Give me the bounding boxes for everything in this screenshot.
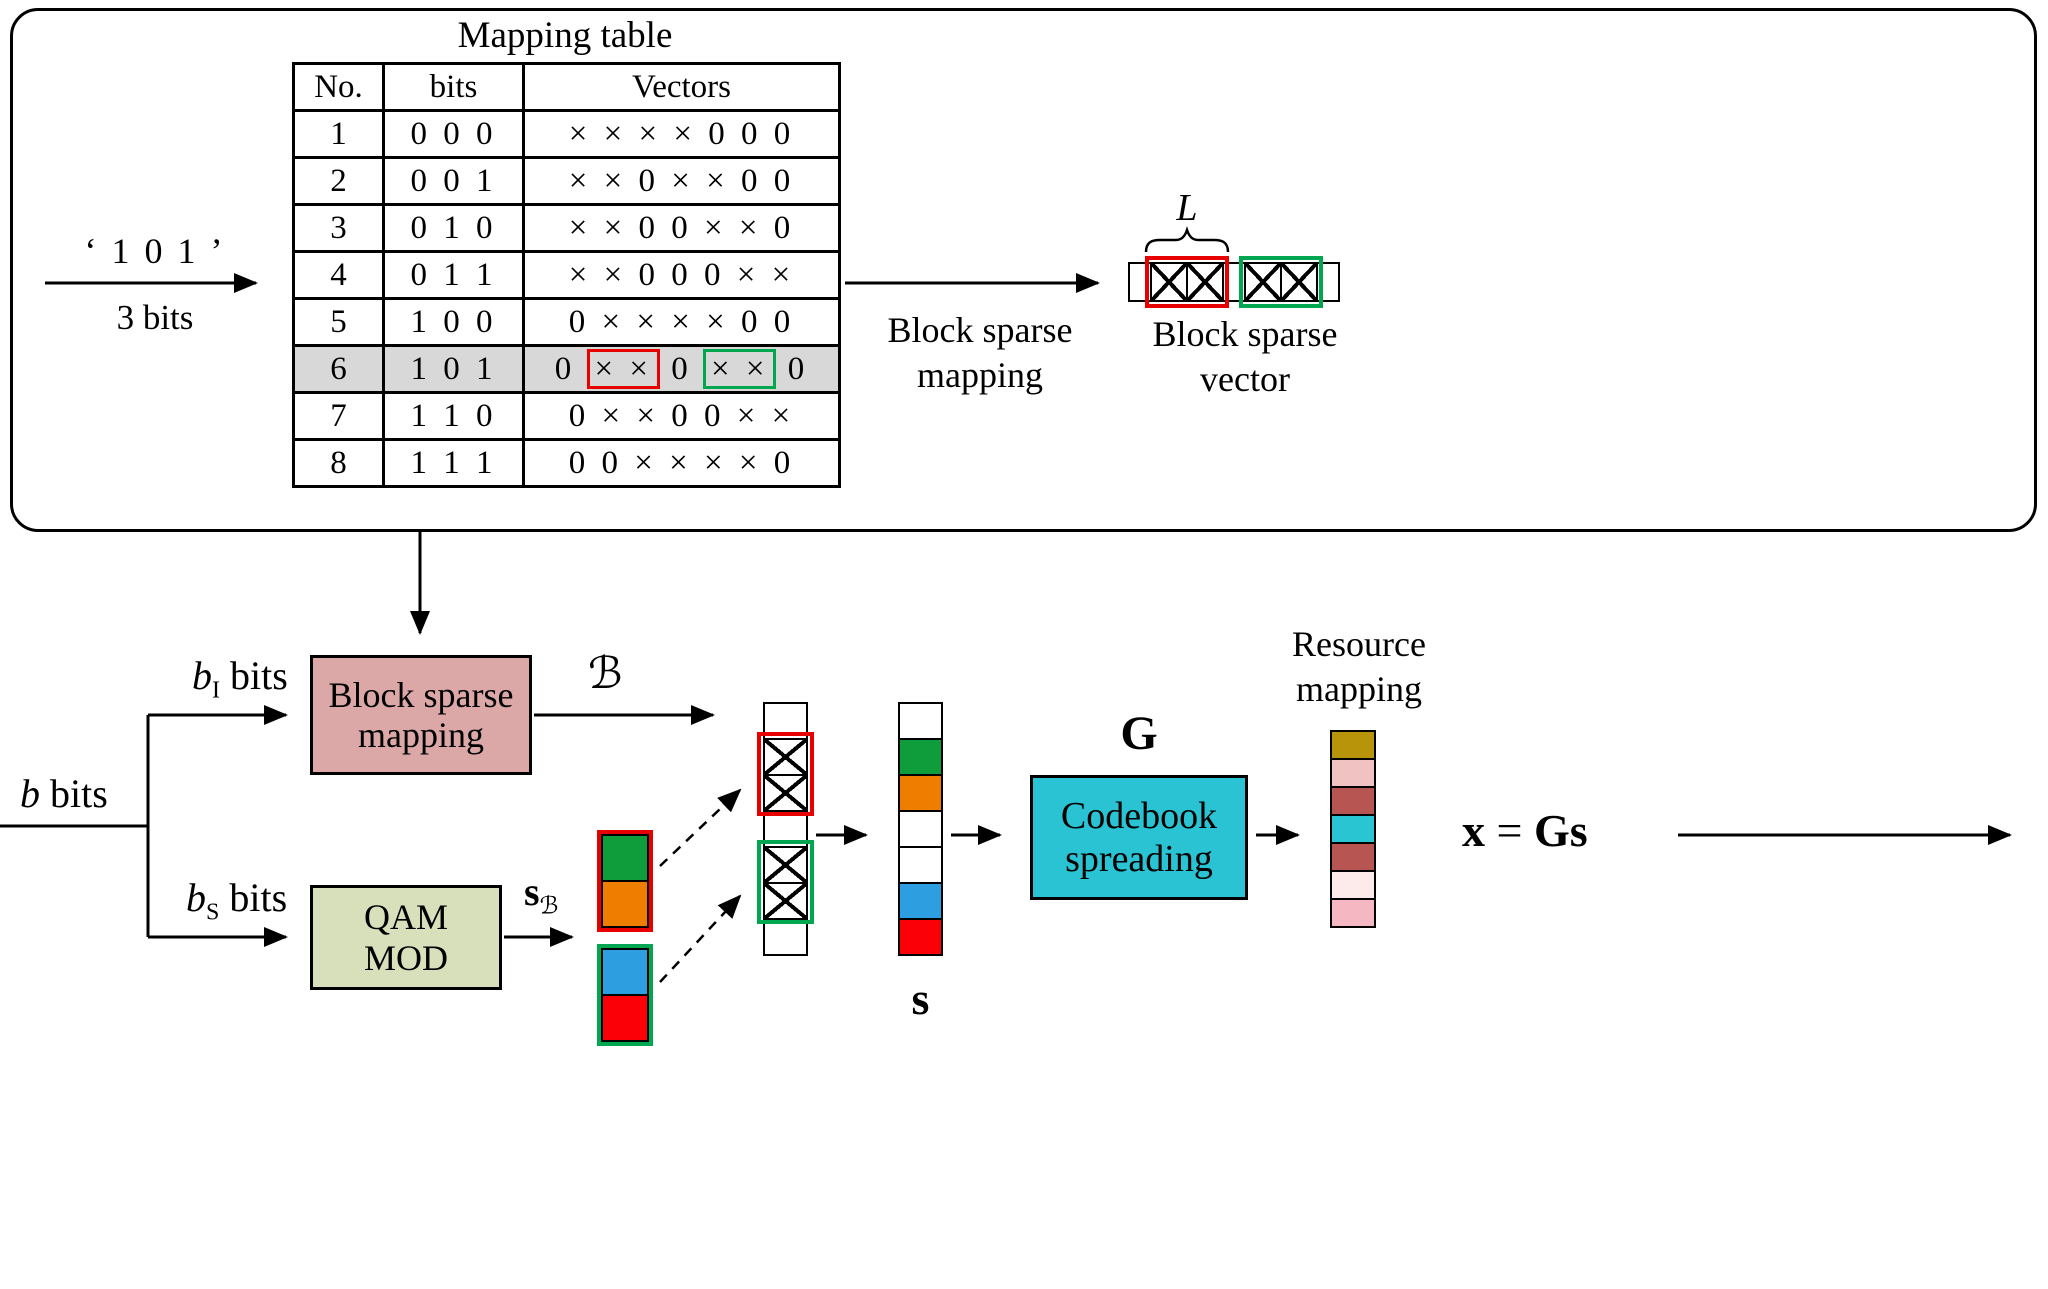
zero-cell <box>763 918 808 956</box>
block-sparse-mapping-box: Block sparse mapping <box>310 655 532 775</box>
input-bits-value: ‘ 1 0 1 ’ <box>84 231 226 271</box>
row-vector: × × 0 0 × × 0 <box>522 203 841 253</box>
row-no: 2 <box>292 156 385 206</box>
qam-symbols-pair-red <box>597 830 653 932</box>
resource-mapping-label: Resource mapping <box>1292 624 1426 709</box>
table-row-selected: 6 1 0 1 0 × × 0 × × 0 <box>292 344 841 394</box>
b-bits-label: b bits <box>20 771 108 816</box>
s-cell <box>898 810 943 848</box>
row-bits: 1 1 0 <box>382 391 525 441</box>
table-row: 1 0 0 0 × × × × 0 0 0 <box>292 109 841 159</box>
s-vector <box>898 702 943 956</box>
red-block-frame-vector <box>757 732 814 816</box>
block-sparse-mapping-arrow-label: Block sparse mapping <box>887 310 1073 395</box>
s-cell <box>898 882 943 920</box>
col-header-bits: bits <box>382 62 525 112</box>
mapping-table-title: Mapping table <box>457 15 673 56</box>
block-sparse-vector-label: Block sparse vector <box>1152 314 1338 399</box>
green-block-frame-top <box>1239 256 1323 308</box>
resource-cell <box>1330 730 1376 760</box>
x-cell <box>1150 262 1188 302</box>
row-bits: 0 1 0 <box>382 203 525 253</box>
green-block-frame-vector <box>757 840 814 924</box>
x-cell <box>763 882 808 920</box>
s-cell <box>898 918 943 956</box>
table-row: 3 0 1 0 × × 0 0 × × 0 <box>292 203 841 253</box>
row-vector: 0 × × × × 0 0 <box>522 297 841 347</box>
selected-block-green: × × <box>703 348 777 390</box>
resource-cell <box>1330 814 1376 844</box>
table-row: 7 1 1 0 0 × × 0 0 × × <box>292 391 841 441</box>
x-cell <box>763 774 808 812</box>
s-vector-label: s <box>911 973 930 1024</box>
vector-zero: 0 <box>554 350 576 387</box>
symbol-cell-red <box>601 994 649 1042</box>
qam-symbols-pair-green <box>597 944 653 1046</box>
table-row: 2 0 0 1 × × 0 × × 0 0 <box>292 156 841 206</box>
table-row: 4 0 1 1 × × 0 0 0 × × <box>292 250 841 300</box>
input-bits-caption: 3 bits <box>116 298 194 337</box>
row-vector: 0 0 × × × × 0 <box>522 438 841 488</box>
s-cell <box>898 702 943 740</box>
resource-cell <box>1330 786 1376 816</box>
row-bits: 1 0 1 <box>382 344 525 394</box>
row-no: 1 <box>292 109 385 159</box>
qam-mod-box: QAM MOD <box>310 885 502 990</box>
x-cell <box>1244 262 1282 302</box>
x-cell <box>1280 262 1318 302</box>
vector-zero: 0 <box>671 350 692 387</box>
row-bits: 0 1 1 <box>382 250 525 300</box>
row-no: 3 <box>292 203 385 253</box>
table-header-row: No. bits Vectors <box>292 62 841 112</box>
mapping-table: No. bits Vectors 1 0 0 0 × × × × 0 0 0 2… <box>292 62 841 488</box>
output-equation: x = Gs <box>1462 805 1588 856</box>
resource-cell <box>1330 758 1376 788</box>
sB-label: sℬ <box>524 869 559 920</box>
row-bits: 0 0 1 <box>382 156 525 206</box>
row-bits: 0 0 0 <box>382 109 525 159</box>
dashed-map-arrow-1 <box>659 788 742 867</box>
s-cell <box>898 738 943 776</box>
row-vector: × × × × 0 0 0 <box>522 109 841 159</box>
index-bits-label: bI bits <box>192 653 288 704</box>
symbol-bits-label: bS bits <box>186 875 288 926</box>
resource-mapping-vector <box>1330 730 1376 928</box>
symbol-cell-orange <box>601 880 649 928</box>
table-row: 5 1 0 0 0 × × × × 0 0 <box>292 297 841 347</box>
symbol-cell-green <box>601 834 649 882</box>
resource-cell <box>1330 898 1376 928</box>
row-no: 8 <box>292 438 385 488</box>
G-matrix-label: G <box>1120 707 1158 760</box>
row-bits: 1 1 1 <box>382 438 525 488</box>
resource-cell <box>1330 870 1376 900</box>
vector-zero: 0 <box>787 350 809 387</box>
x-cell <box>1186 262 1224 302</box>
row-no: 5 <box>292 297 385 347</box>
row-no: 6 <box>292 344 385 394</box>
s-cell <box>898 774 943 812</box>
resource-cell <box>1330 842 1376 872</box>
codebook-spreading-box: Codebook spreading <box>1030 775 1248 900</box>
dashed-map-arrow-2 <box>659 894 742 983</box>
red-block-frame-top <box>1145 256 1229 308</box>
row-vector-selected: 0 × × 0 × × 0 <box>522 344 841 394</box>
symbol-cell-blue <box>601 948 649 996</box>
col-header-vectors: Vectors <box>522 62 841 112</box>
block-length-label: L <box>1176 187 1198 229</box>
row-vector: 0 × × 0 0 × × <box>522 391 841 441</box>
mapping-panel-border <box>10 8 2037 532</box>
col-header-no: No. <box>292 62 385 112</box>
sparse-placeholder-vector <box>763 702 808 956</box>
B-set-label: ℬ <box>588 648 623 699</box>
x-cell <box>763 738 808 776</box>
row-bits: 1 0 0 <box>382 297 525 347</box>
row-vector: × × 0 0 0 × × <box>522 250 841 300</box>
s-cell <box>898 846 943 884</box>
row-no: 7 <box>292 391 385 441</box>
row-vector: × × 0 × × 0 0 <box>522 156 841 206</box>
table-row: 8 1 1 1 0 0 × × × × 0 <box>292 438 841 488</box>
selected-block-red: × × <box>586 348 660 390</box>
row-no: 4 <box>292 250 385 300</box>
